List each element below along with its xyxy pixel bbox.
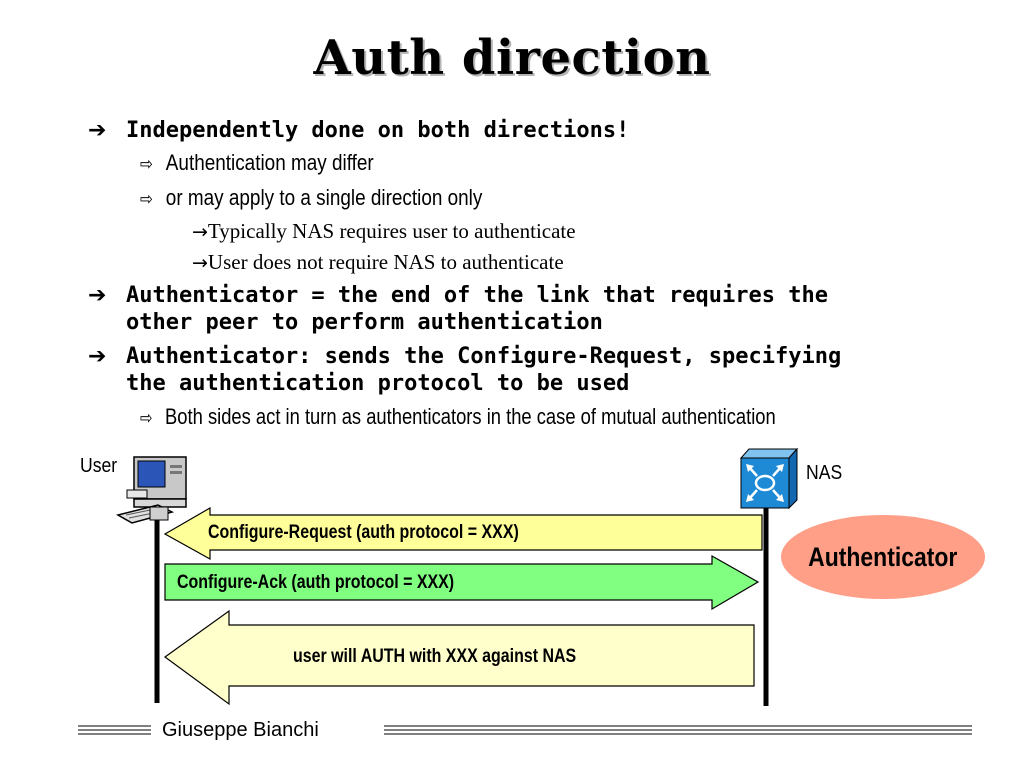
sub-bullet-2-text: or may apply to a single direction only	[165, 185, 483, 210]
footer-rule-right	[384, 725, 972, 735]
bullet-1-text: Independently done on both directions!	[126, 118, 630, 143]
sub-sub-bullet-1-text: Typically NAS requires user to authentic…	[207, 219, 576, 243]
sub-bullet-2: ⇨ or may apply to a single direction only	[140, 185, 482, 211]
sub-sub-bullet-2: →User does not require NAS to authentica…	[192, 250, 564, 275]
authenticator-badge: Authenticator	[781, 515, 985, 599]
bullet-arrow-icon: ➔	[88, 283, 107, 308]
message-1-label: Configure-Request (auth protocol = XXX)	[208, 522, 519, 543]
sub-arrow-icon: ⇨	[140, 189, 153, 210]
footer-author: Giuseppe Bianchi	[162, 719, 319, 741]
sub-bullet-3-text: Both sides act in turn as authenticators…	[165, 404, 776, 429]
router-icon	[739, 447, 799, 510]
message-3-label: user will AUTH with XXX against NAS	[293, 646, 577, 667]
bullet-3-text-line-2: the authentication protocol to be used	[126, 371, 630, 396]
sub-bullet-3: ⇨ Both sides act in turn as authenticator…	[140, 404, 776, 430]
thin-arrow-icon: →	[192, 221, 208, 243]
computer-icon	[116, 456, 187, 524]
sub-arrow-icon: ⇨	[140, 408, 153, 429]
sub-arrow-icon: ⇨	[140, 154, 153, 175]
authenticator-label: Authenticator	[808, 541, 958, 572]
bullet-2-text-line-2: other peer to perform authentication	[126, 310, 603, 335]
thin-arrow-icon: →	[192, 252, 208, 274]
bullet-arrow-icon: ➔	[88, 118, 107, 143]
footer-rule-left	[78, 725, 151, 735]
message-2-label: Configure-Ack (auth protocol = XXX)	[177, 572, 455, 593]
bullet-3-text-line-1: Authenticator: sends the Configure-Reque…	[126, 344, 842, 369]
nas-label: NAS	[806, 462, 843, 484]
sub-bullet-1-text: Authentication may differ	[165, 150, 374, 175]
bullet-2-text-line-1: Authenticator = the end of the link that…	[126, 283, 828, 308]
sub-sub-bullet-2-text: User does not require NAS to authenticat…	[207, 250, 564, 274]
user-label: User	[80, 455, 118, 477]
sub-sub-bullet-1: →Typically NAS requires user to authenti…	[192, 219, 576, 244]
slide-title: Auth direction	[313, 30, 711, 86]
sub-bullet-1: ⇨ Authentication may differ	[140, 150, 374, 176]
bullet-arrow-icon: ➔	[88, 344, 107, 369]
